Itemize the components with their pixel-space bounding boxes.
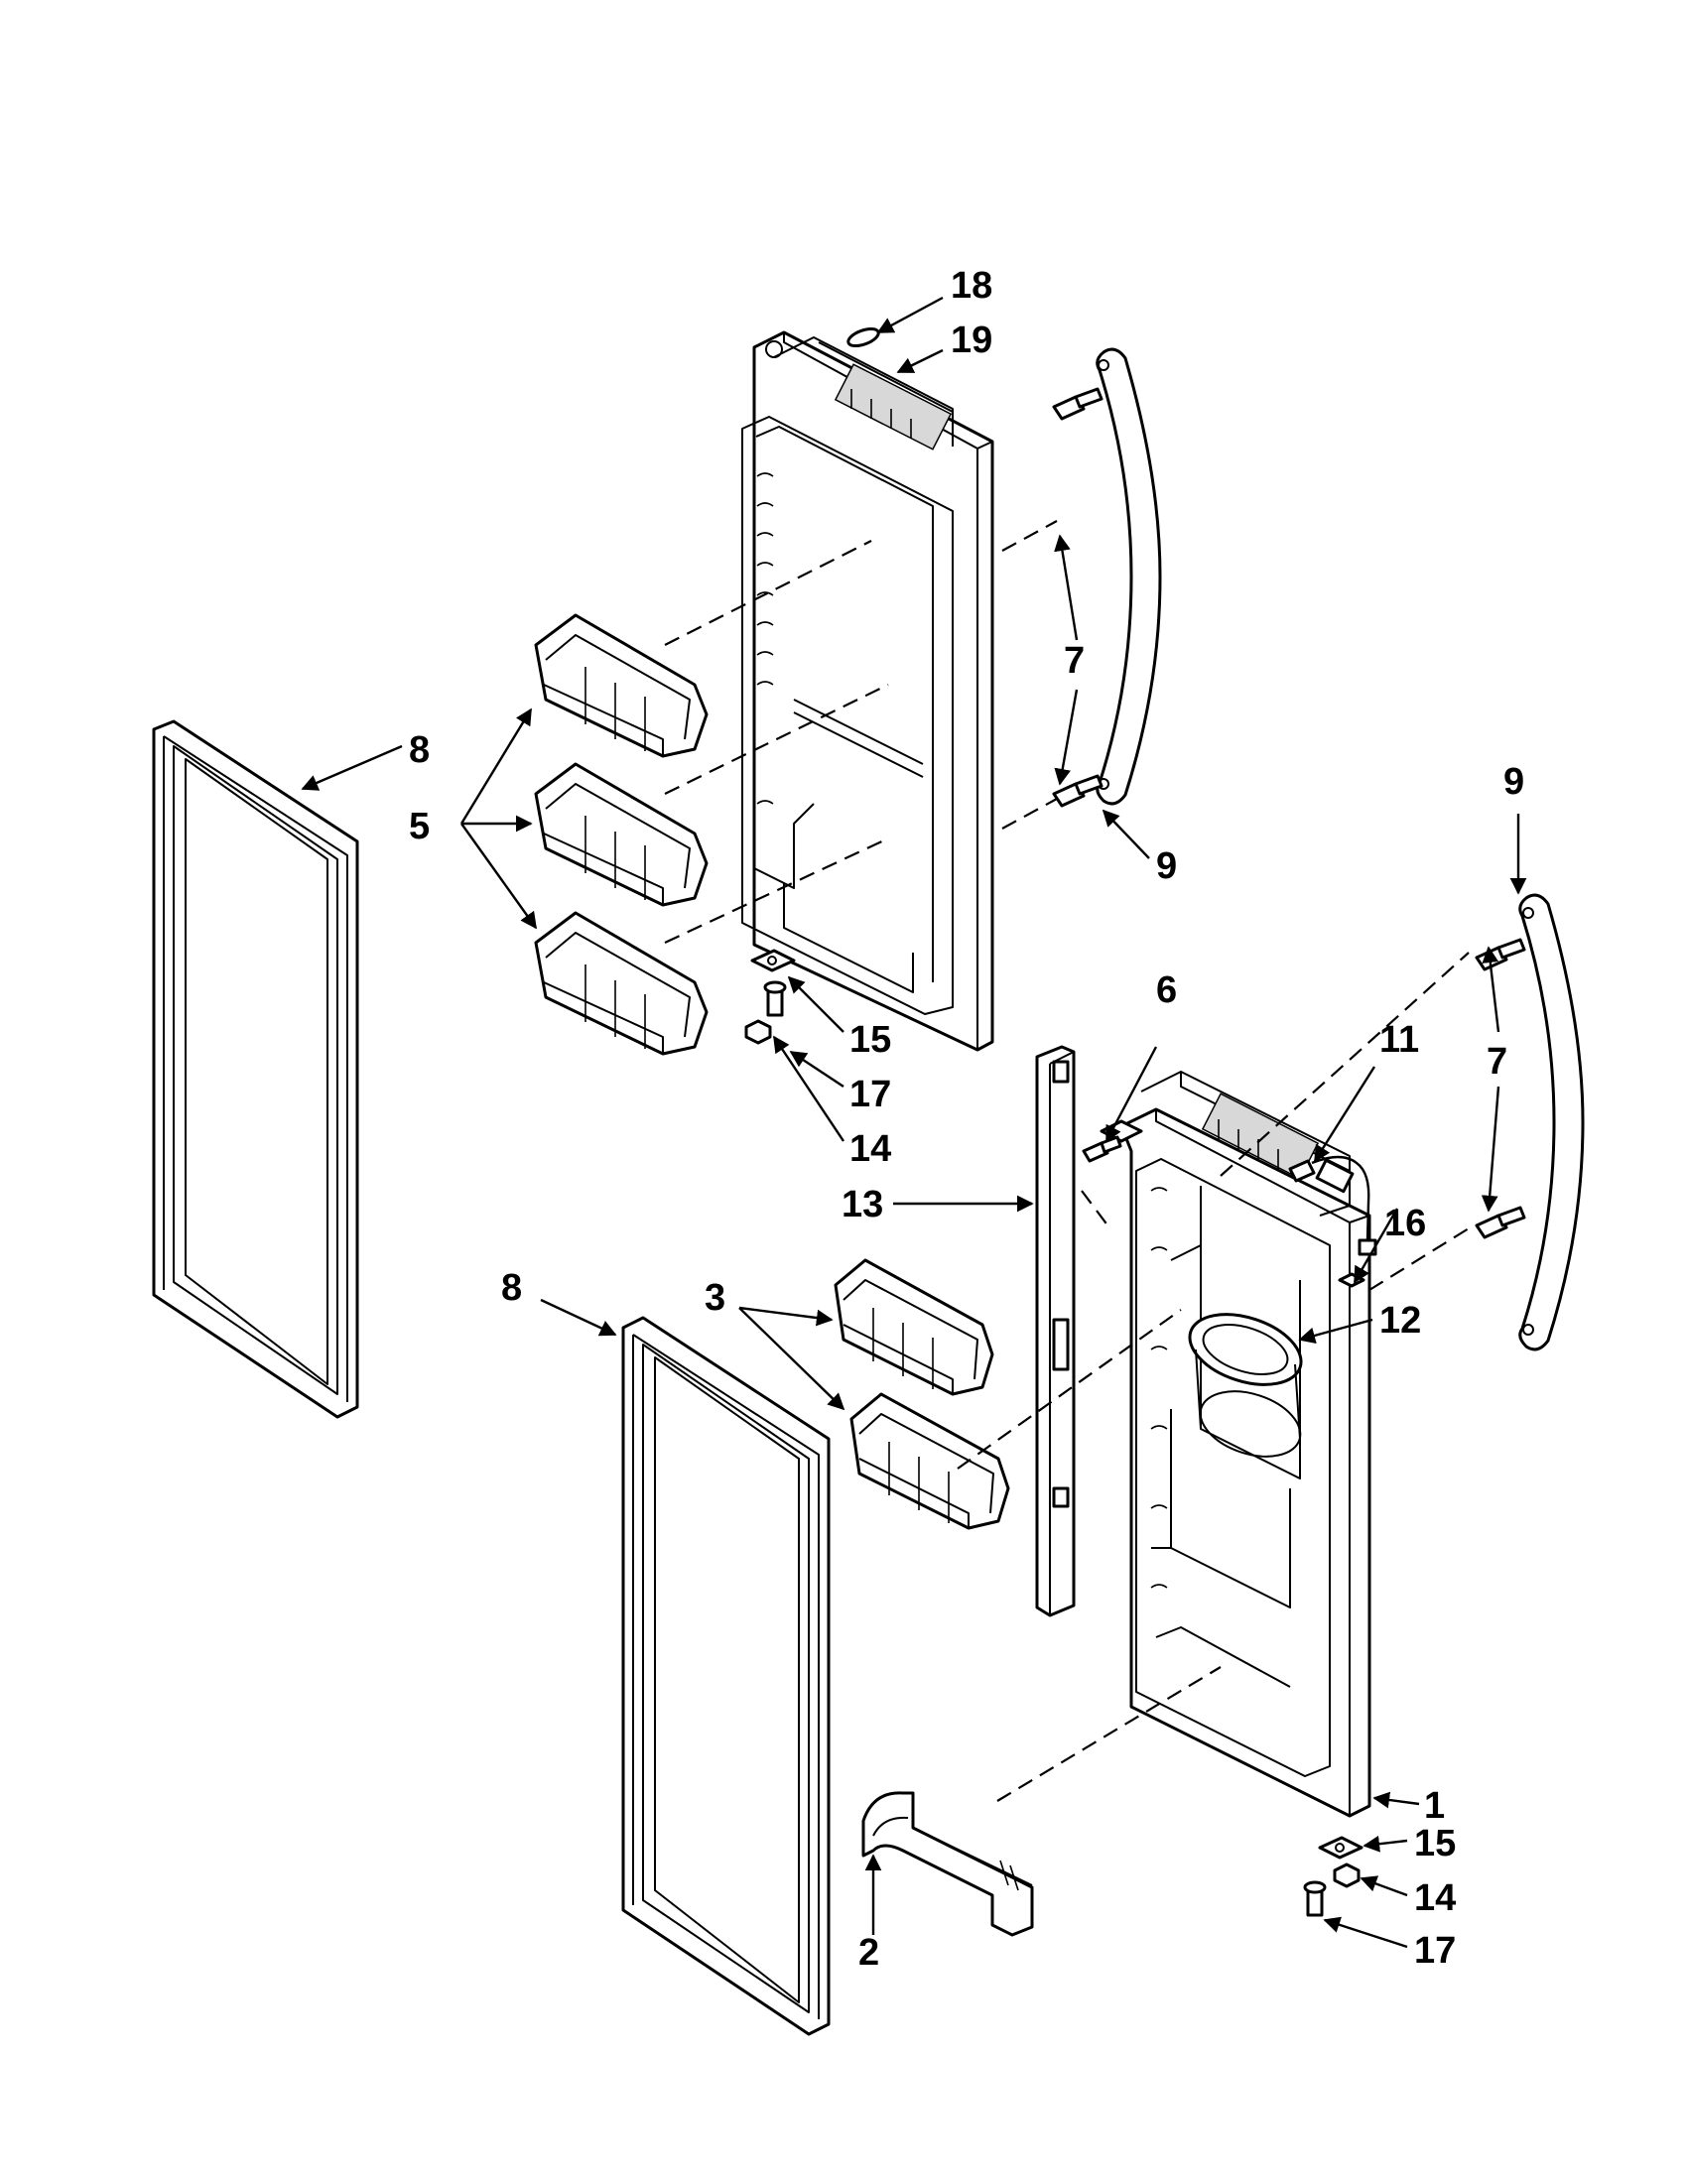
screw-top-lower bbox=[1475, 938, 1526, 971]
callout-15-upper: 15 bbox=[849, 1019, 891, 1061]
callout-11: 11 bbox=[1379, 1019, 1419, 1061]
bottom-trim-piece bbox=[861, 1791, 1034, 1937]
upper-door-handle bbox=[1096, 347, 1162, 806]
hinge-screw-upper bbox=[763, 980, 787, 1017]
callout-18: 18 bbox=[951, 265, 992, 307]
callout-15-lower: 15 bbox=[1414, 1823, 1456, 1864]
callout-1: 1 bbox=[1424, 1785, 1445, 1827]
callout-8-middle: 8 bbox=[501, 1267, 522, 1309]
assembly-lines bbox=[664, 520, 1470, 1802]
callout-2: 2 bbox=[858, 1932, 879, 1974]
callout-9-upper: 9 bbox=[1156, 845, 1177, 887]
door-screw-6 bbox=[1082, 1135, 1122, 1163]
callout-14-lower: 14 bbox=[1414, 1877, 1456, 1919]
door-bin-upper-3 bbox=[534, 911, 709, 1056]
hinge-screw-lower bbox=[1303, 1880, 1327, 1917]
callout-3: 3 bbox=[705, 1277, 725, 1319]
callout-17-upper: 17 bbox=[849, 1074, 891, 1115]
callout-9-lower: 9 bbox=[1503, 761, 1524, 803]
callout-5: 5 bbox=[409, 806, 430, 847]
callout-7-lower: 7 bbox=[1487, 1041, 1507, 1083]
door-gasket-left bbox=[152, 719, 359, 1419]
hinge-plate-upper bbox=[750, 949, 796, 972]
door-edge-strip bbox=[1035, 1045, 1076, 1617]
screw-top-upper bbox=[1052, 387, 1104, 421]
callout-8-left: 8 bbox=[409, 729, 430, 771]
screw-bottom-upper bbox=[1052, 774, 1104, 808]
hinge-nut-lower bbox=[1333, 1863, 1361, 1888]
callout-labels: 18 19 7 9 8 5 15 17 14 6 9 11 7 16 13 12… bbox=[409, 265, 1524, 1974]
callout-7-upper: 7 bbox=[1064, 640, 1085, 682]
callout-6: 6 bbox=[1156, 969, 1177, 1011]
leader-lines bbox=[301, 296, 1527, 1949]
lower-door-liner bbox=[1100, 1071, 1371, 1818]
callout-13: 13 bbox=[842, 1184, 883, 1225]
door-bin-lower-2 bbox=[849, 1392, 1010, 1530]
hinge-plate-lower bbox=[1318, 1836, 1363, 1860]
part-18-cap bbox=[846, 326, 880, 348]
door-bin-upper-2 bbox=[534, 762, 709, 907]
door-bin-upper-1 bbox=[534, 613, 709, 758]
callout-14-upper: 14 bbox=[849, 1128, 891, 1170]
callout-17-lower: 17 bbox=[1414, 1930, 1456, 1972]
upper-door-liner bbox=[741, 330, 994, 1052]
door-gasket-middle bbox=[621, 1316, 831, 2036]
screw-bottom-lower bbox=[1475, 1206, 1526, 1239]
lower-door-handle bbox=[1518, 893, 1585, 1351]
door-bin-lower-1 bbox=[834, 1258, 994, 1396]
callout-19: 19 bbox=[951, 320, 992, 361]
callout-12: 12 bbox=[1379, 1300, 1421, 1342]
callout-16: 16 bbox=[1384, 1203, 1426, 1244]
hinge-nut-upper bbox=[744, 1019, 772, 1045]
